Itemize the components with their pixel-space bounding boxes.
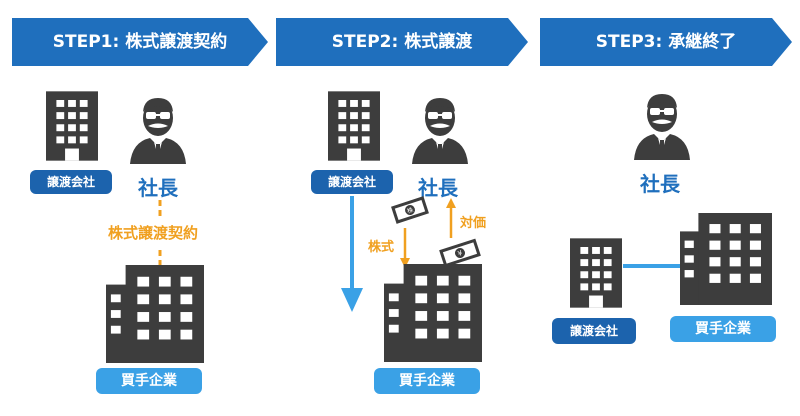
- step3-header: STEP3: 承継終了: [540, 18, 792, 66]
- step2-ceo-label: 社長: [418, 176, 458, 200]
- step1-header: STEP1: 株式譲渡契約: [12, 18, 268, 66]
- step2-price-arrow: [446, 198, 456, 238]
- step3-connector-line: [623, 264, 683, 268]
- svg-text:¥: ¥: [457, 249, 464, 258]
- step1-title: STEP1: 株式譲渡契約: [52, 32, 228, 52]
- yen-bill-icon: ¥: [438, 238, 482, 268]
- step3-ceo-label: 社長: [640, 172, 680, 196]
- step1-buyer-pill: 買手企業: [96, 368, 202, 394]
- step2-seller-label: 譲渡会社: [327, 175, 376, 189]
- step2-seller-pill: 譲渡会社: [311, 170, 393, 194]
- person-icon: [632, 90, 692, 160]
- step3-buyer-label: 買手企業: [695, 321, 751, 337]
- step2-buyer-label: 買手企業: [399, 373, 455, 389]
- step1-buyer-label: 買手企業: [121, 373, 177, 389]
- building-icon: [106, 265, 204, 363]
- step1-seller-pill: 譲渡会社: [30, 170, 112, 194]
- svg-text:株: 株: [406, 206, 414, 215]
- step2-price-label: 対価: [460, 216, 487, 231]
- person-icon: [128, 94, 188, 164]
- step2-shares-arrow: [400, 228, 410, 268]
- step2-title: STEP2: 株式譲渡: [331, 32, 473, 52]
- stock-certificate-icon: 株: [390, 196, 430, 224]
- building-icon: [570, 234, 622, 312]
- building-icon: [384, 264, 482, 362]
- step1-contract-label: 株式譲渡契約: [108, 224, 199, 242]
- step1-ceo-label: 社長: [138, 176, 178, 200]
- step1-contract-line: [158, 200, 162, 272]
- building-icon: [680, 212, 772, 306]
- building-icon: [46, 90, 98, 162]
- step1-seller-label: 譲渡会社: [46, 175, 95, 189]
- step3-title: STEP3: 承継終了: [595, 32, 737, 52]
- step3-seller-label: 譲渡会社: [569, 324, 618, 338]
- step2-shares-label: 株式: [368, 240, 395, 255]
- step2-buyer-pill: 買手企業: [374, 368, 480, 394]
- step2-header: STEP2: 株式譲渡: [276, 18, 528, 66]
- step2-transfer-arrow: [341, 196, 363, 312]
- step3-buyer-pill: 買手企業: [670, 316, 776, 342]
- step3-seller-pill: 譲渡会社: [552, 318, 636, 344]
- person-icon: [410, 94, 470, 164]
- building-icon: [328, 90, 380, 162]
